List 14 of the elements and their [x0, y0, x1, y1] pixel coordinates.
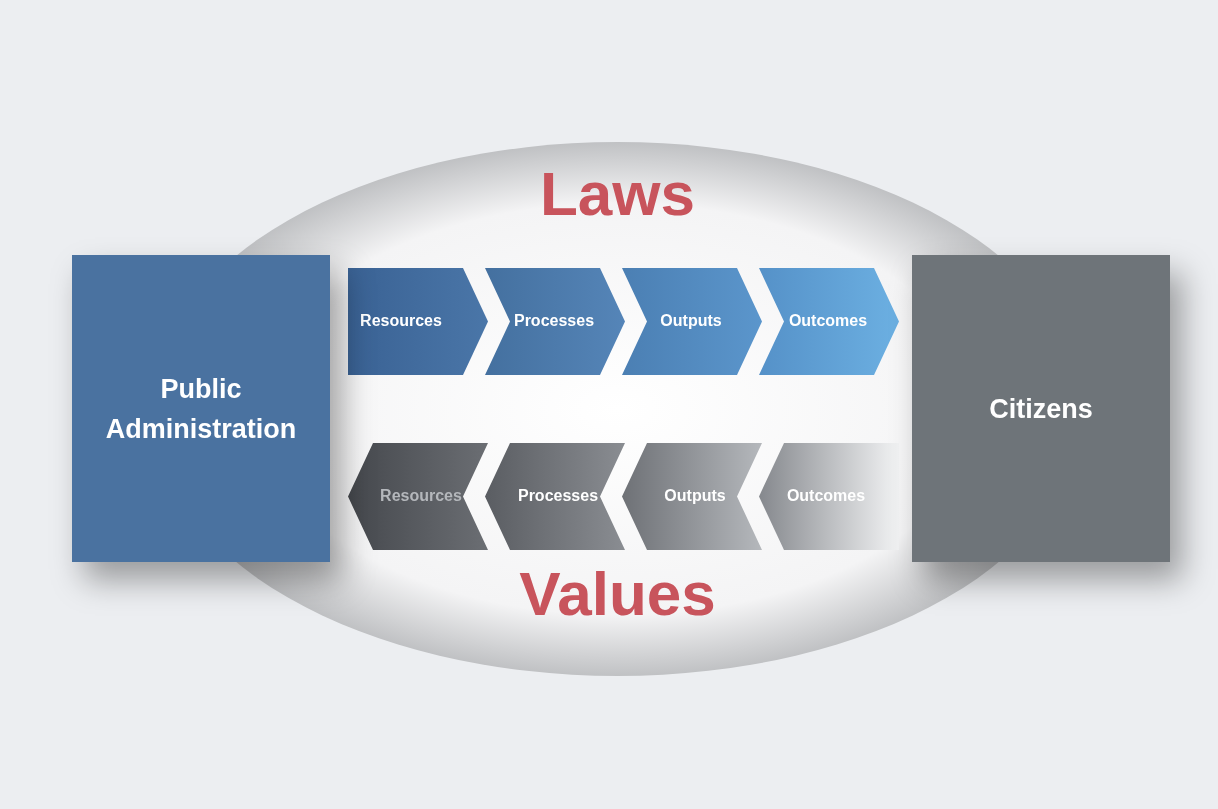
- step-label: Resources: [359, 311, 443, 330]
- actor-box: [912, 255, 1170, 562]
- step-label: Outputs: [663, 486, 727, 505]
- box-label: Public Administration: [104, 372, 298, 446]
- heading: Laws: [538, 158, 697, 229]
- step-label: Outcomes: [787, 311, 869, 330]
- heading: Values: [518, 558, 717, 629]
- box-label: Citizens: [988, 392, 1094, 426]
- step-label: Resources: [379, 486, 463, 505]
- actor-box: [72, 255, 330, 562]
- step-label: Processes: [512, 311, 596, 330]
- step-label: Processes: [516, 486, 600, 505]
- step-label: Outputs: [659, 311, 723, 330]
- step-label: Outcomes: [785, 486, 867, 505]
